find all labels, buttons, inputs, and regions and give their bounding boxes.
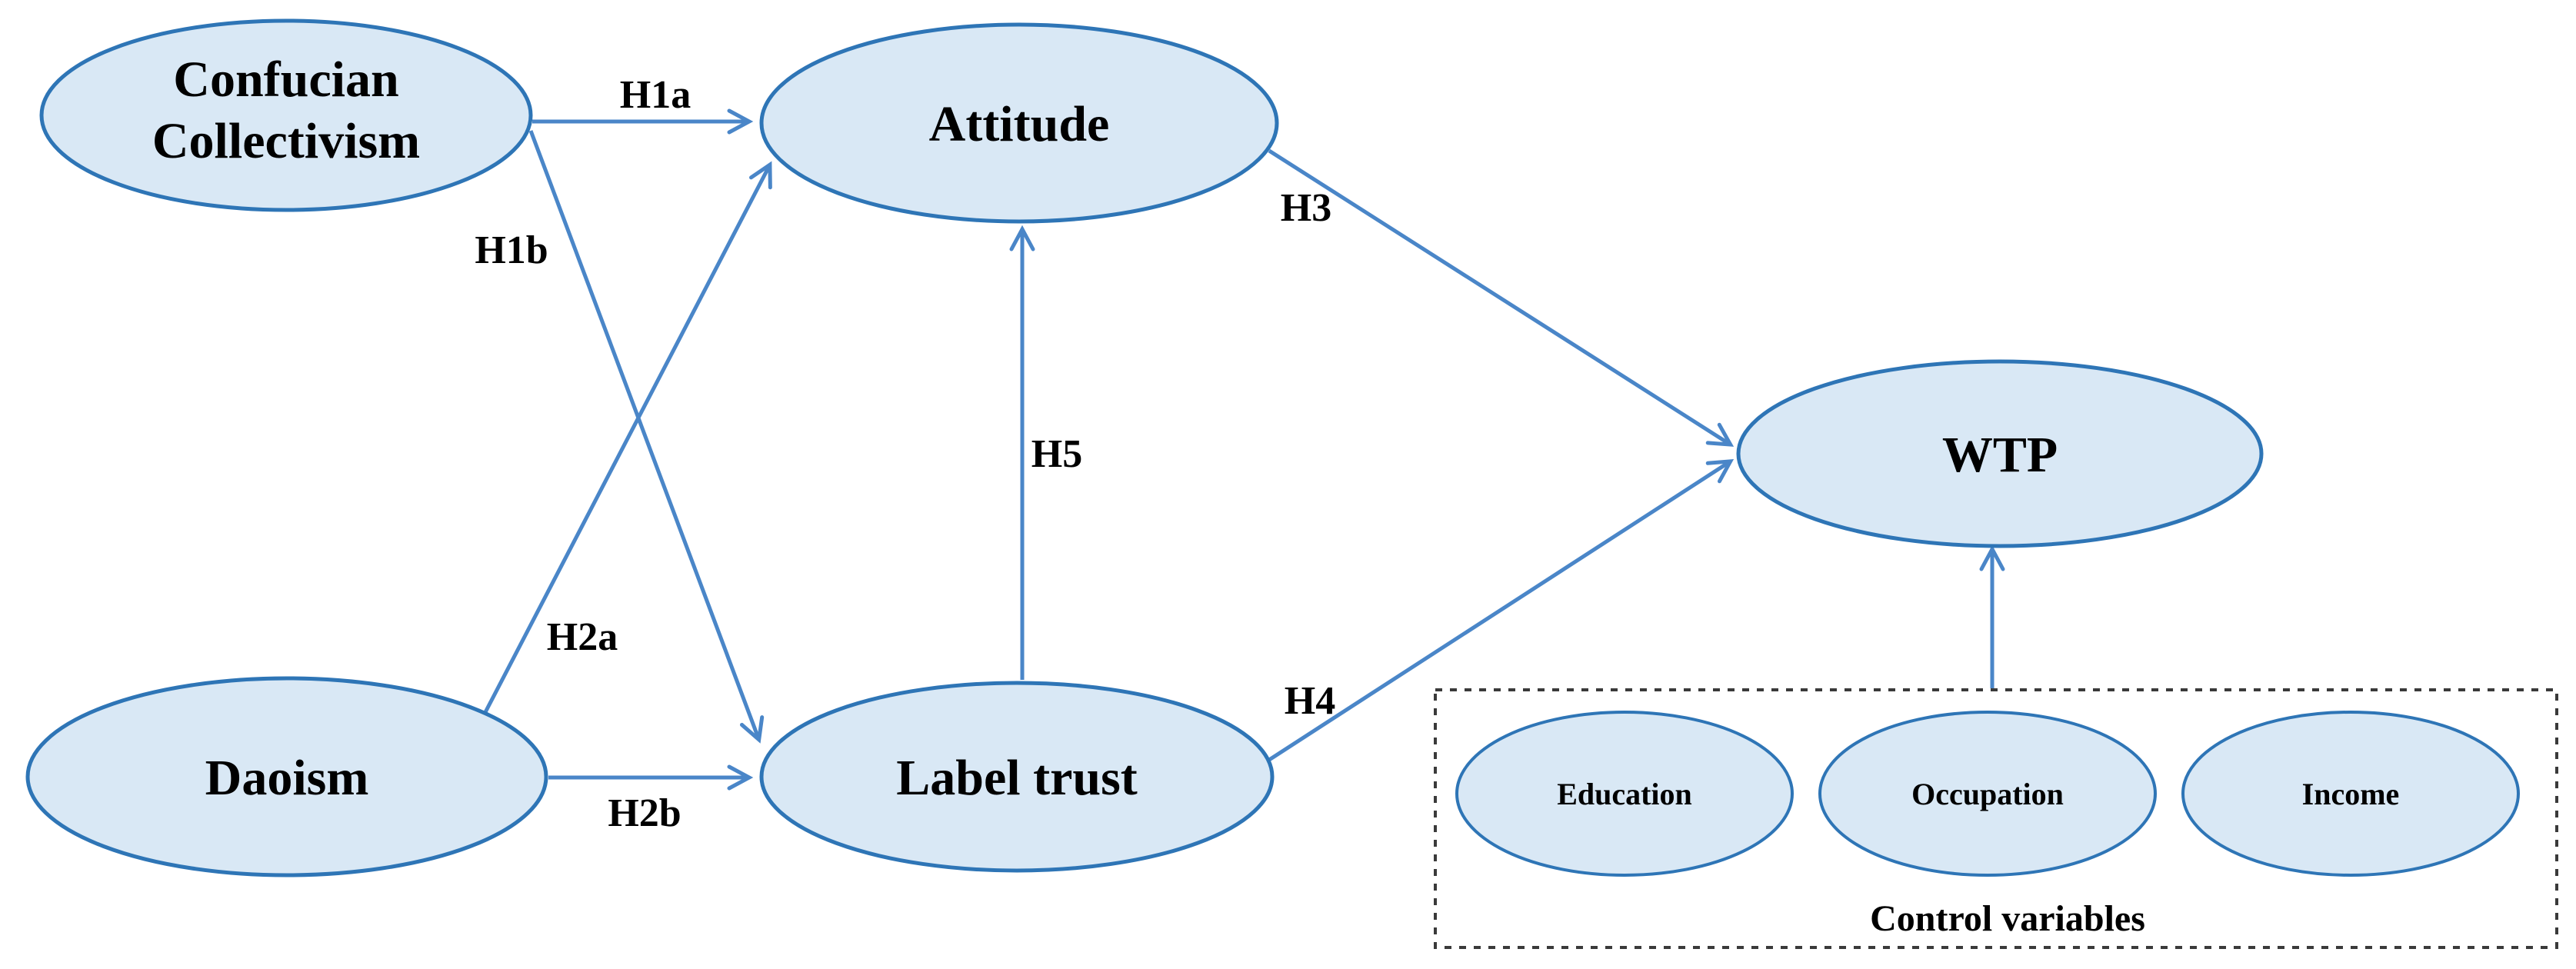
edge-h1b-label: H1b bbox=[475, 228, 548, 272]
edge-h2a-line bbox=[482, 161, 772, 715]
edge-h4-line bbox=[1268, 459, 1735, 762]
node-education-label: Education bbox=[1557, 777, 1692, 811]
node-attitude-label-line: Attitude bbox=[929, 96, 1110, 152]
node-occupation-ellipse bbox=[1818, 711, 2157, 877]
node-confucian-collectivism-ellipse bbox=[39, 18, 533, 212]
node-daoism-label-line: Daoism bbox=[205, 750, 369, 806]
node-attitude-ellipse bbox=[759, 22, 1279, 224]
edge-h2a-label: H2a bbox=[547, 615, 618, 659]
edge-h4-label: H4 bbox=[1285, 679, 1335, 723]
edge-h1b-line bbox=[528, 130, 765, 744]
node-income-ellipse bbox=[2181, 711, 2520, 877]
node-education-label-line: Education bbox=[1557, 777, 1692, 811]
node-occupation-label-line: Occupation bbox=[1911, 777, 2064, 811]
edge-h3-line bbox=[1268, 148, 1735, 447]
node-income-label-line: Income bbox=[2302, 777, 2400, 811]
node-label-trust-label-line: Label trust bbox=[896, 750, 1138, 806]
node-confucian-collectivism-label-line: Confucian bbox=[173, 52, 398, 108]
node-daoism-label: Daoism bbox=[205, 750, 369, 806]
node-confucian-collectivism-label-line: Collectivism bbox=[152, 113, 420, 169]
edge-h5-label: H5 bbox=[1031, 432, 1082, 476]
node-label-trust-label: Label trust bbox=[896, 750, 1138, 806]
control-variables-box bbox=[1434, 688, 2558, 949]
node-occupation-label: Occupation bbox=[1911, 777, 2064, 811]
node-attitude-label: Attitude bbox=[929, 96, 1110, 152]
control-variables-caption: Control variables bbox=[1870, 898, 2145, 939]
node-daoism-ellipse bbox=[25, 676, 548, 877]
node-wtp-label-line: WTP bbox=[1942, 427, 2058, 483]
node-education-ellipse bbox=[1455, 711, 1794, 877]
node-wtp-label: WTP bbox=[1942, 427, 2058, 483]
node-label-trust-ellipse bbox=[759, 681, 1275, 873]
node-income-label: Income bbox=[2302, 777, 2400, 811]
edge-h3-label: H3 bbox=[1281, 186, 1331, 230]
edge-h2b-label: H2b bbox=[608, 791, 681, 835]
edge-h1a-label: H1a bbox=[620, 73, 691, 117]
node-wtp-ellipse bbox=[1736, 359, 2264, 548]
